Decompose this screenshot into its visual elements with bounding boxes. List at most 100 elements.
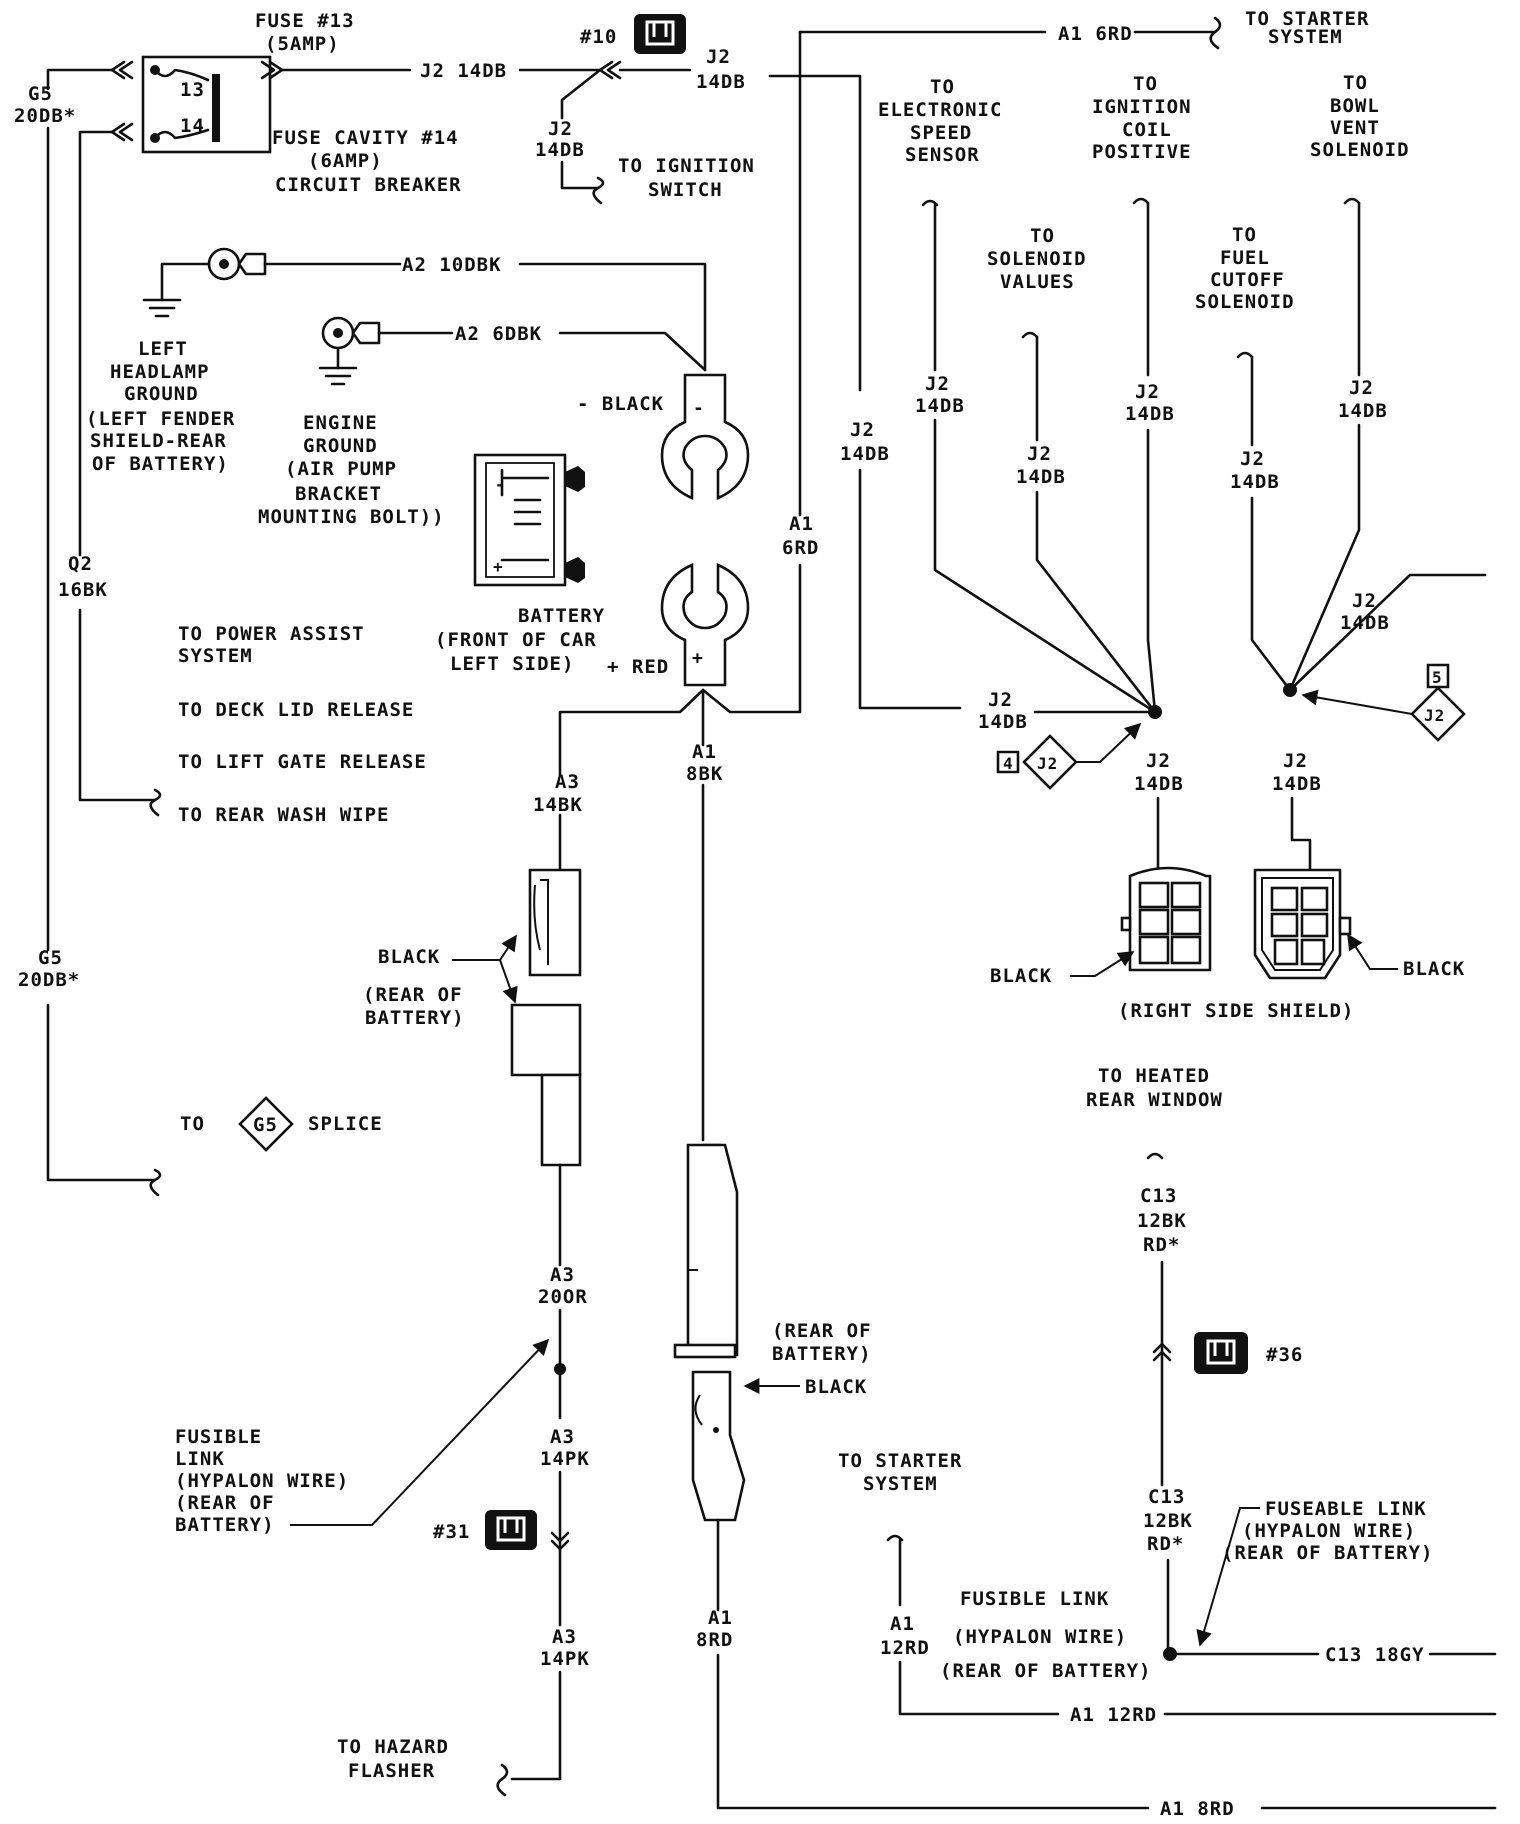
rear-batt-2a: (REAR OF [772, 1320, 872, 1342]
c36-label: #36 [1266, 1344, 1303, 1366]
fl-left-4: (REAR OF [175, 1492, 275, 1514]
lh-ground-5: SHIELD-REAR [90, 430, 227, 452]
starter-bot-dest-2: SYSTEM [863, 1473, 938, 1495]
solv-dest-1: TO [1030, 225, 1055, 247]
a3-top-label-1: A3 [555, 771, 580, 793]
c36-chevron [1152, 1342, 1172, 1362]
lh-ground-1: LEFT [138, 338, 188, 360]
j2-sol-label-2: 14DB [1016, 466, 1066, 488]
a1-8rd-label-1: A1 [708, 1607, 733, 1629]
g5-wire-bottom [46, 1003, 157, 1182]
j2-5-num: 5 [1432, 668, 1443, 687]
g5-splice-diamond: G5 [238, 1096, 294, 1152]
a3-20-label-1: A3 [550, 1264, 575, 1286]
svg-text:-: - [495, 475, 506, 494]
j2-long-label-1: J2 [850, 419, 875, 441]
a1-6rd-wire-bottom [701, 563, 802, 714]
cavity14-line2: (6AMP) [308, 150, 383, 172]
black-label-1: BLACK [378, 946, 440, 968]
a1-12rd-wire [898, 1660, 1060, 1716]
j2-long-wire-top [768, 74, 862, 392]
black-left-label: BLACK [990, 965, 1052, 987]
j2-branch-label-2: 14DB [535, 139, 585, 161]
c31-icon [485, 1510, 537, 1550]
j2-s2-label-1: J2 [1283, 750, 1308, 772]
a3-14b-label-2: 14PK [540, 1648, 590, 1670]
q2-wire-bottom [78, 608, 157, 802]
c13-bot-label-1: C13 [1148, 1486, 1185, 1508]
j2-bowl-label-2: 14DB [1338, 400, 1388, 422]
ignition-dest-1: TO IGNITION [618, 155, 755, 177]
starter-top-dest-1: TO STARTER [1245, 8, 1369, 30]
j2-4-num: 4 [1003, 754, 1014, 773]
black-label-2: BLACK [805, 1376, 867, 1398]
j2-sol-label-1: J2 [1027, 443, 1052, 465]
fl-mid-1: FUSIBLE LINK [960, 1588, 1109, 1610]
fuse-block: 13 14 [110, 55, 284, 154]
j2-bowl-label-1: J2 [1349, 377, 1374, 399]
fuse13-title: FUSE #13 [255, 10, 355, 32]
q2-label-1: Q2 [68, 553, 93, 575]
j2-ess-label-2: 14DB [915, 395, 965, 417]
svg-text:+: + [493, 557, 504, 576]
j2-s1-label-1: J2 [1146, 750, 1171, 772]
engine-ground [318, 316, 381, 386]
black-connector-a3 [510, 868, 582, 1167]
lh-ground-4: (LEFT FENDER [86, 408, 235, 430]
left-headlamp-ground [142, 247, 267, 318]
fuse-block-body [141, 55, 272, 154]
c10-icon [634, 14, 686, 54]
a3-hazard-wire [510, 1670, 562, 1781]
a3-14bk-wire [558, 688, 705, 777]
fuse-pin-14: 14 [180, 115, 205, 137]
fuel-dest-3: CUTOFF [1210, 269, 1285, 291]
j2-branch-label-1: J2 [548, 118, 573, 140]
lh-ground-3: GROUND [124, 383, 199, 405]
a3-splice-dot [554, 1363, 566, 1375]
cavity14-line3: CIRCUIT BREAKER [275, 174, 462, 196]
g5-to-label: TO [180, 1113, 205, 1135]
svg-text:+: + [692, 648, 704, 669]
bowl-dest-2: BOWL [1330, 95, 1380, 117]
j2-splice-dot-4 [1148, 705, 1162, 719]
a1-top-label: A1 6RD [1058, 23, 1133, 45]
ess-dest-4: SENSOR [905, 144, 980, 166]
a3-20-label-2: 20OR [538, 1286, 588, 1308]
j2-splice-4-tag: 4 J2 [996, 734, 1078, 790]
g5-mid-label-1: G5 [38, 947, 63, 969]
c10-label: #10 [580, 26, 617, 48]
j2-long-label-2: 14DB [840, 443, 890, 465]
a1-8rd-wire-bottom [716, 1653, 1150, 1810]
j2-conn-label-1: J2 [706, 46, 731, 68]
g5-splice-name: G5 [253, 1114, 278, 1136]
fuel-dest-1: TO [1232, 224, 1257, 246]
heated-dest-1: TO HEATED [1098, 1065, 1210, 1087]
fuse-pin-13: 13 [180, 79, 205, 101]
a3-14a-label-2: 14PK [540, 1448, 590, 1470]
coil-dest-1: TO [1133, 73, 1158, 95]
c13-top-label-2: 12BK [1137, 1210, 1187, 1232]
power-assist-dest-1: TO POWER ASSIST [178, 623, 365, 645]
j2-splice-dot-5 [1283, 683, 1297, 697]
eng-ground-2: GROUND [303, 435, 378, 457]
a1-right-label-1: A1 [789, 513, 814, 535]
rear-batt-2b: BATTERY) [772, 1343, 872, 1365]
battery-label-2: (FRONT OF CAR [435, 629, 597, 651]
hazard-dest-1: TO HAZARD [337, 1736, 449, 1758]
g5-top-label-2: 20DB* [14, 105, 76, 127]
lift-gate-dest: TO LIFT GATE RELEASE [178, 751, 427, 773]
j2-h-label-1: J2 [988, 689, 1013, 711]
g5-splice-label: SPLICE [308, 1113, 383, 1135]
hazard-dest-2: FLASHER [348, 1760, 435, 1782]
c13-bot-label-2: 12BK [1143, 1510, 1193, 1532]
fl-left-2: LINK [175, 1448, 225, 1470]
g5-wire-top [46, 68, 114, 91]
j2-s1-label-2: 14DB [1134, 773, 1184, 795]
fl-left-5: BATTERY) [175, 1514, 275, 1536]
a1-12-h-label: A1 12RD [1070, 1704, 1157, 1726]
j2-splice-5-tag: 5 J2 [1410, 663, 1466, 742]
fl-mid-2: (HYPALON WIRE) [953, 1626, 1127, 1648]
q2-wire-top [78, 130, 114, 557]
starter-top-dest-2: SYSTEM [1268, 26, 1343, 48]
